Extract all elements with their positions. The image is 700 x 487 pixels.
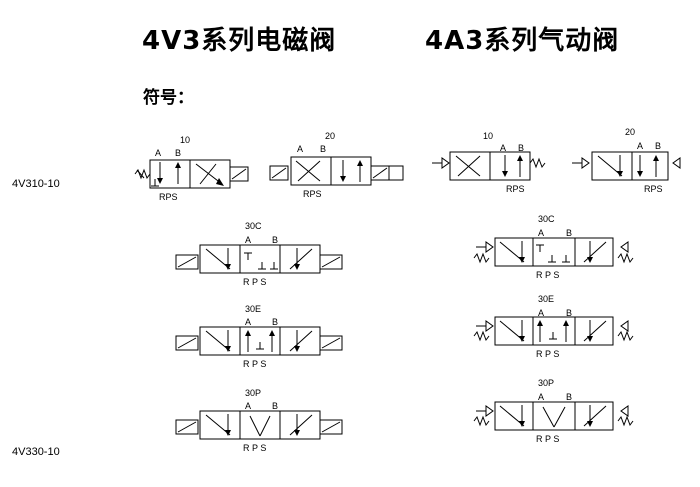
port-rps: R P S bbox=[536, 270, 559, 280]
heading-4a3-pneumatic: 4A3系列气动阀 bbox=[425, 26, 620, 56]
pneumatic-valve-30e: 30E A B R P S bbox=[473, 294, 634, 359]
port-a: A bbox=[637, 141, 643, 151]
port-a: A bbox=[500, 143, 506, 153]
label-30p: 30P bbox=[538, 378, 554, 388]
port-b: B bbox=[566, 228, 572, 238]
label-30p: 30P bbox=[245, 388, 261, 398]
port-rps: RPS bbox=[303, 189, 322, 199]
port-a: A bbox=[245, 401, 251, 411]
solenoid-valve-20: 20 A B RPS bbox=[269, 131, 404, 199]
port-rps: RPS bbox=[159, 192, 178, 202]
port-a: A bbox=[155, 148, 161, 158]
port-b: B bbox=[320, 144, 326, 154]
port-rps: R P S bbox=[243, 277, 266, 287]
solenoid-valve-30c: 30C A B R P S bbox=[175, 221, 343, 287]
heading-4v3-solenoid: 4V3系列电磁阀 bbox=[142, 26, 337, 56]
pneumatic-valve-10: 10 A B RPS bbox=[431, 131, 546, 194]
port-b: B bbox=[272, 235, 278, 245]
port-a: A bbox=[245, 235, 251, 245]
solenoid-valve-30e: 30E A B R P S bbox=[175, 304, 343, 369]
port-b: B bbox=[655, 141, 661, 151]
port-a: A bbox=[245, 317, 251, 327]
label-10: 10 bbox=[180, 135, 190, 145]
label-30e: 30E bbox=[538, 294, 554, 304]
pneumatic-valve-30p: 30P A B R P S bbox=[473, 378, 634, 444]
port-a: A bbox=[538, 228, 544, 238]
symbol-label: 符号： bbox=[143, 88, 194, 108]
port-b: B bbox=[272, 401, 278, 411]
label-30c: 30C bbox=[538, 214, 555, 224]
pneumatic-valve-30c: 30C A B R P S bbox=[473, 214, 634, 280]
label-30c: 30C bbox=[245, 221, 262, 231]
port-rps: RPS bbox=[506, 184, 525, 194]
model-4v330-10: 4V330-10 bbox=[12, 446, 60, 458]
solenoid-valve-10: 10 A B RPS bbox=[134, 135, 249, 202]
port-b: B bbox=[272, 317, 278, 327]
port-rps: R P S bbox=[536, 349, 559, 359]
label-10: 10 bbox=[483, 131, 493, 141]
port-b: B bbox=[175, 148, 181, 158]
port-a: A bbox=[538, 308, 544, 318]
port-b: B bbox=[566, 308, 572, 318]
port-rps: RPS bbox=[644, 184, 663, 194]
port-a: A bbox=[297, 144, 303, 154]
label-20: 20 bbox=[625, 127, 635, 137]
port-b: B bbox=[566, 392, 572, 402]
port-a: A bbox=[538, 392, 544, 402]
model-4v310-10: 4V310-10 bbox=[12, 178, 60, 190]
pneumatic-valve-20: 20 A B RPS bbox=[571, 127, 681, 194]
port-rps: R P S bbox=[243, 359, 266, 369]
label-30e: 30E bbox=[245, 304, 261, 314]
port-rps: R P S bbox=[243, 443, 266, 453]
label-20: 20 bbox=[325, 131, 335, 141]
port-b: B bbox=[518, 143, 524, 153]
solenoid-valve-30p: 30P A B R P S bbox=[175, 388, 343, 453]
port-rps: R P S bbox=[536, 434, 559, 444]
